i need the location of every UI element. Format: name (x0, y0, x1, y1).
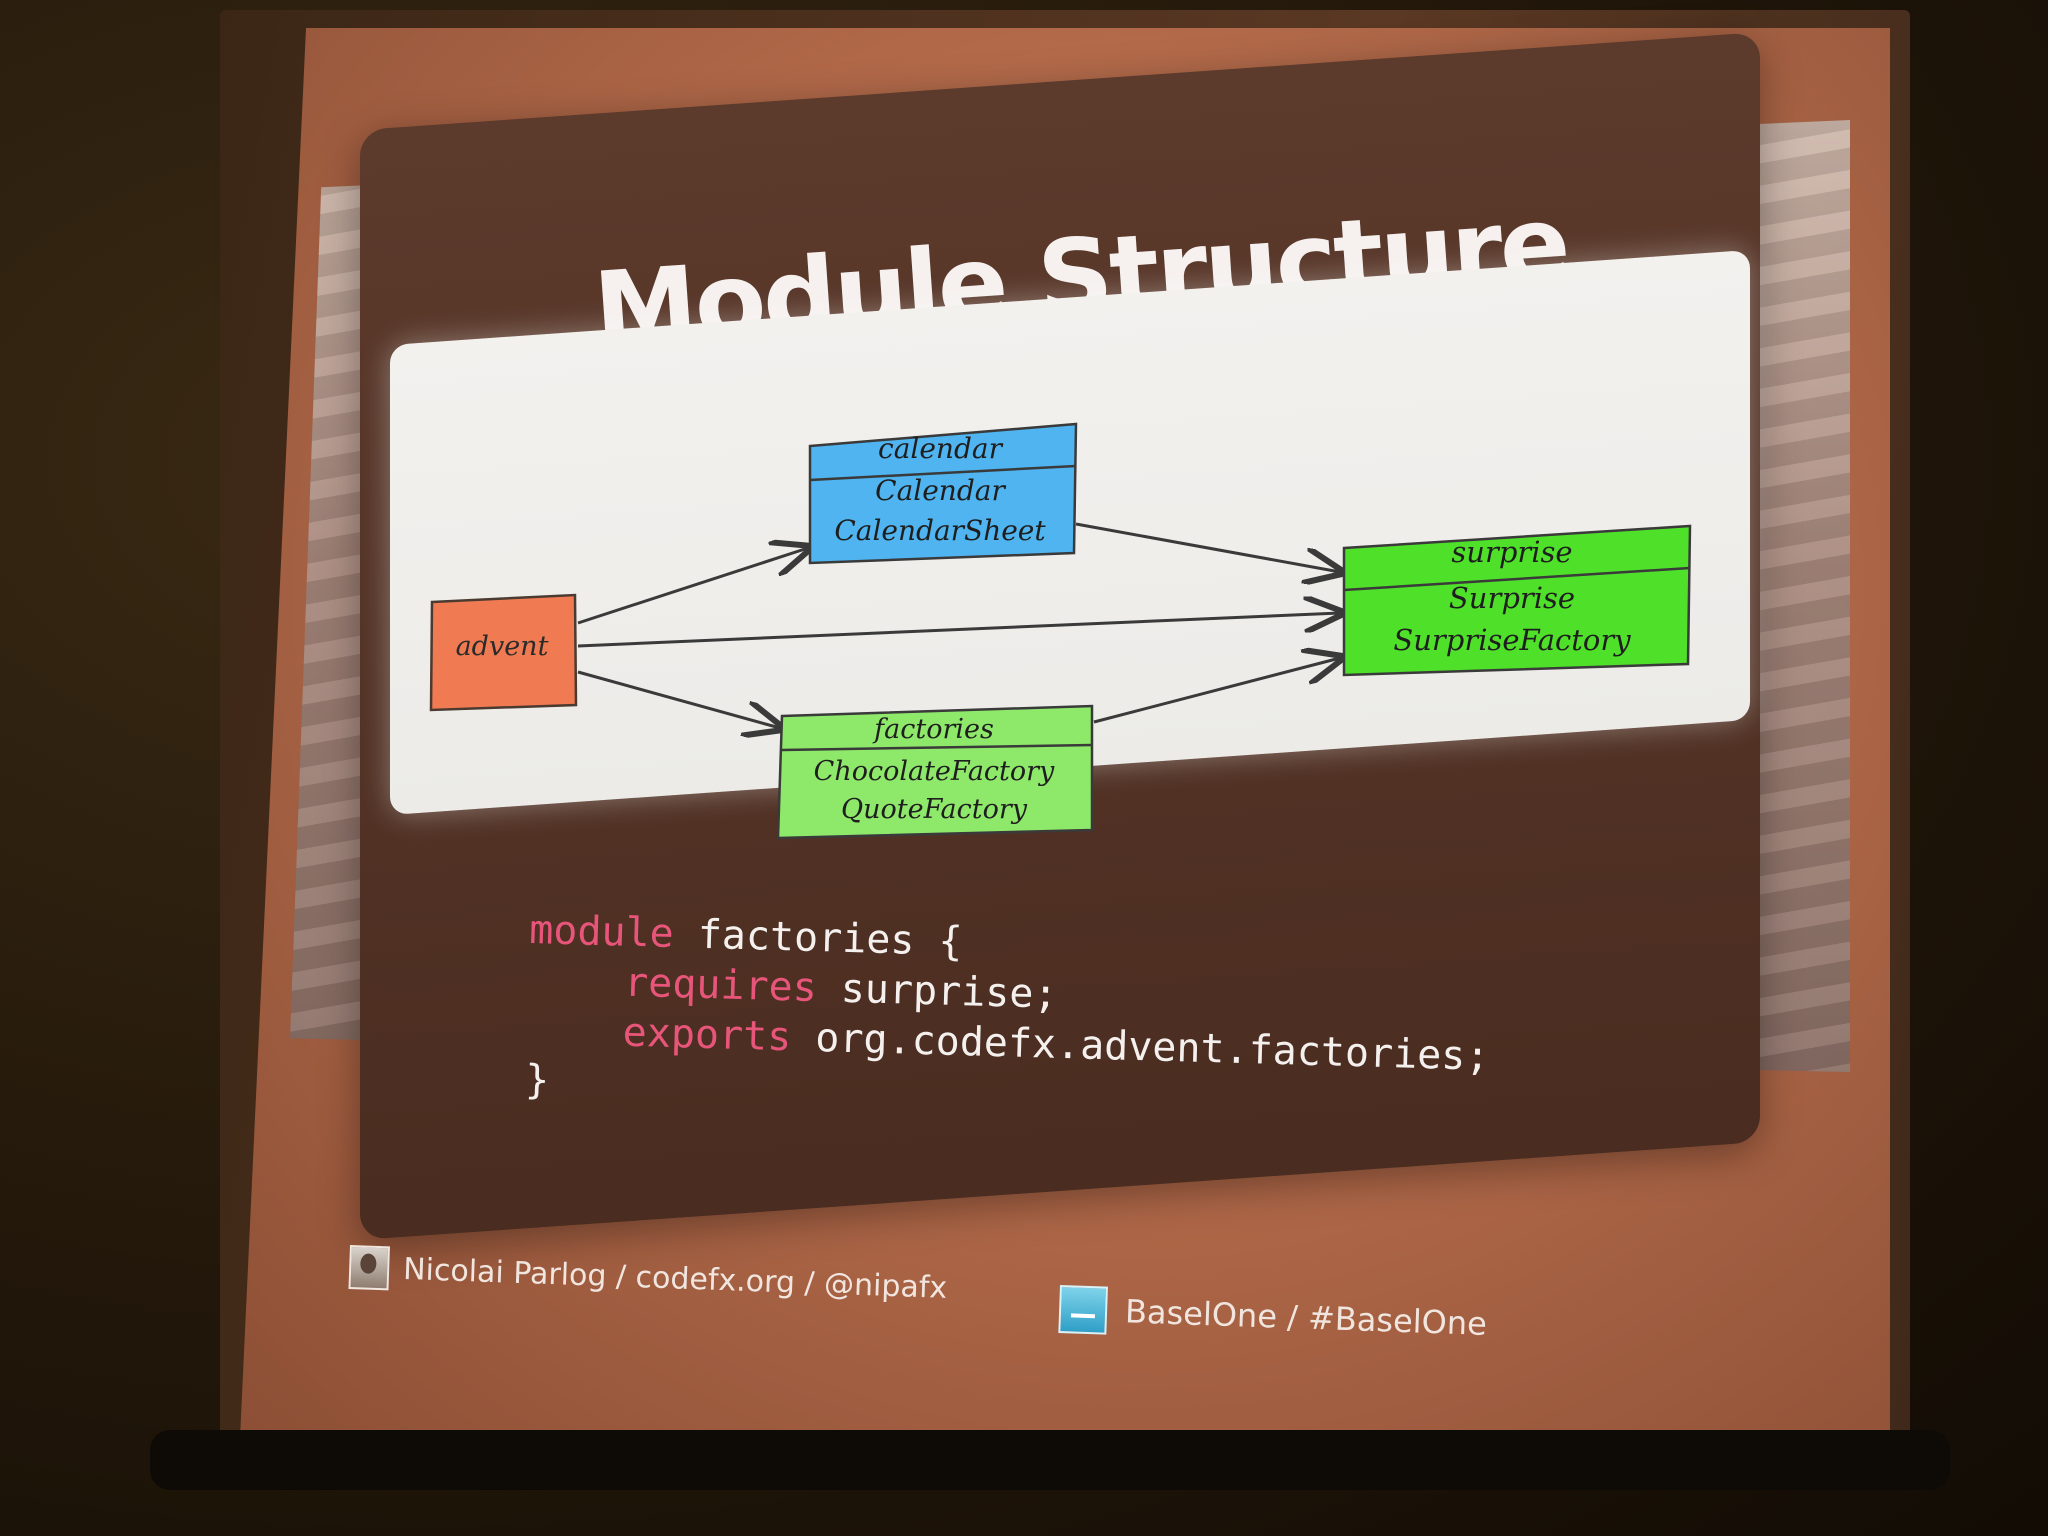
diagram-panel (390, 249, 1750, 815)
conference-logo-icon (1058, 1285, 1108, 1335)
code-line-2-text: surprise; (816, 965, 1059, 1018)
author-avatar-icon (348, 1245, 390, 1291)
code-line-1-text: factories { (673, 911, 964, 966)
screen-bottom-bar (150, 1430, 1950, 1490)
code-keyword-module: module (528, 906, 675, 958)
code-keyword-requires: requires (623, 959, 818, 1012)
code-line-3-text: org.codefx.advent.factories; (790, 1014, 1491, 1080)
code-block: module factories { requires surprise; ex… (524, 905, 1493, 1132)
code-keyword-exports: exports (622, 1009, 792, 1061)
code-line-4-text: } (524, 1056, 550, 1104)
conference-credit: BaselOne / #BaselOne (1124, 1292, 1488, 1343)
